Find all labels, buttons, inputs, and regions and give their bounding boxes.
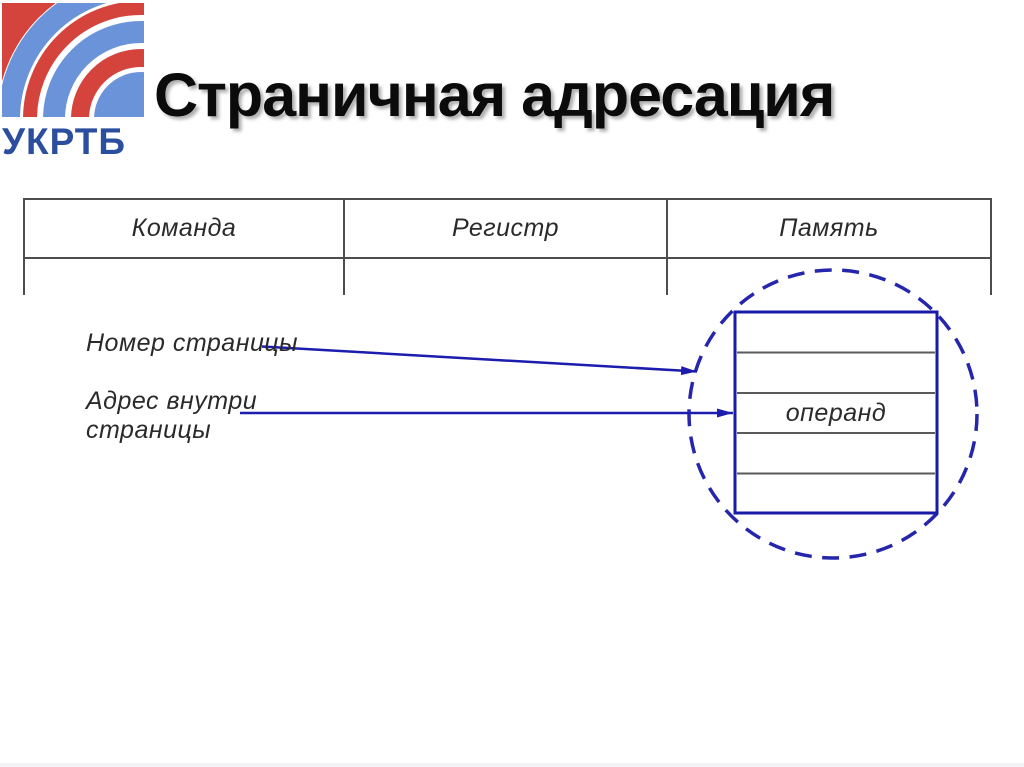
logo-arcs-icon — [2, 3, 144, 117]
memory-block — [733, 310, 939, 515]
slide-title: Страничная адресация — [154, 61, 835, 129]
page-number-arrow — [261, 345, 698, 376]
table-header-row: Команда Регистр Память — [23, 198, 992, 259]
table-cell-register — [343, 258, 668, 295]
table-header-memory: Память — [666, 198, 992, 259]
ukrtb-logo: УКРТБ — [2, 3, 144, 163]
operand-cell: операнд — [737, 394, 935, 432]
logo-arc-red-middle — [23, 3, 144, 117]
page-number-label: Номер страницы — [86, 329, 299, 357]
table-header-register: Регистр — [343, 198, 668, 259]
logo-core-blue — [94, 72, 144, 117]
table-body-row — [23, 258, 992, 295]
table-cell-memory — [666, 258, 992, 295]
logo-text: УКРТБ — [2, 121, 126, 162]
logo-arc-red-inner — [71, 49, 144, 117]
address-within-page-label: Адрес внутри страницы — [86, 387, 258, 444]
logo-arc-blue-middle — [43, 21, 144, 117]
bottom-edge-strip — [0, 763, 1024, 767]
table-header-command: Команда — [23, 198, 345, 259]
operand-label: операнд — [785, 398, 887, 427]
table-cell-command — [23, 258, 345, 295]
command-register-memory-table: Команда Регистр Память — [23, 198, 992, 295]
